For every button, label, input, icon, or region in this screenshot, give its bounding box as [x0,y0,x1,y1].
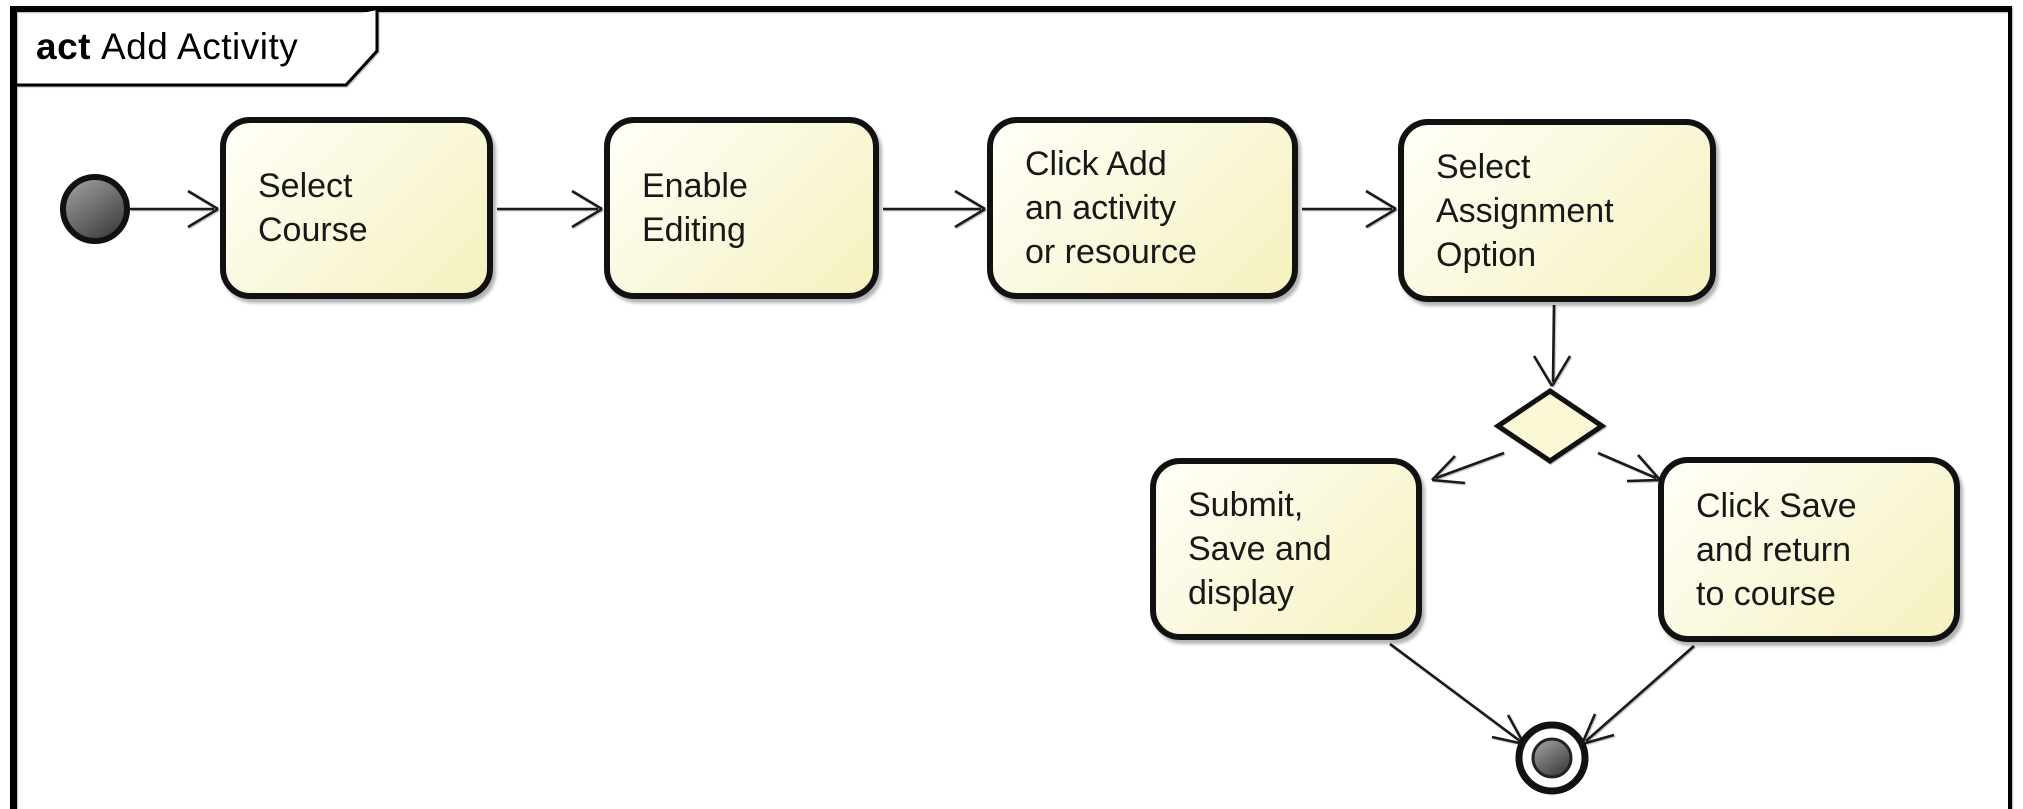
edge-initial-to-select-course [130,189,219,229]
edge-enable-editing-to-click-add [883,189,986,229]
arrowhead-icon [187,189,219,229]
action-label: Click Save and return to course [1696,486,1857,613]
frame-title-tab-shape [13,10,379,87]
diagram-edges [130,189,1695,746]
decision-node [1493,387,1607,465]
arrowhead-icon [954,189,986,229]
action-label: Click Add an activity or resource [1025,145,1197,271]
frame-title-text: Add Activity [100,26,299,67]
edge-decision-to-submit-save-display [1431,451,1505,485]
action-label: Select Assignment Option [1436,147,1614,274]
frame-right-border [2008,6,2012,809]
frame-top-border [10,6,2012,12]
edge-click-save-return-to-final [1580,645,1695,746]
diagram-frame [10,6,2012,809]
edge-submit-save-display-to-final [1389,642,1526,746]
action-node-enable-editing: Enable Editing [604,117,879,299]
action-label: Enable Editing [642,167,748,249]
arrowhead-icon [1532,355,1572,387]
arrowhead-icon [1365,189,1397,229]
action-node-click-add-activity: Click Add an activity or resource [987,117,1298,299]
action-node-select-course: Select Course [220,117,493,299]
arrowhead-icon [571,189,603,229]
frame-keyword: act [36,26,91,67]
arrowhead-icon [1580,713,1615,746]
edge-select-course-to-enable-editing [497,189,603,229]
arrowhead-icon [1431,455,1466,485]
edge-select-assignment-to-decision [1532,304,1572,387]
edge-click-add-to-select-assignment [1302,189,1397,229]
arrowhead-icon [1626,454,1661,483]
initial-node [60,174,130,244]
final-node-inner-dot [1531,737,1573,779]
action-node-submit-save-display: Submit, Save and display [1150,458,1422,640]
frame-left-border [10,6,17,809]
action-label: Select Course [258,167,368,249]
edge-decision-to-click-save-return [1597,451,1661,483]
final-node [1515,721,1589,795]
action-node-click-save-return: Click Save and return to course [1658,457,1960,642]
action-label: Submit, Save and display [1188,486,1332,612]
action-node-select-assignment: Select Assignment Option [1398,119,1716,302]
